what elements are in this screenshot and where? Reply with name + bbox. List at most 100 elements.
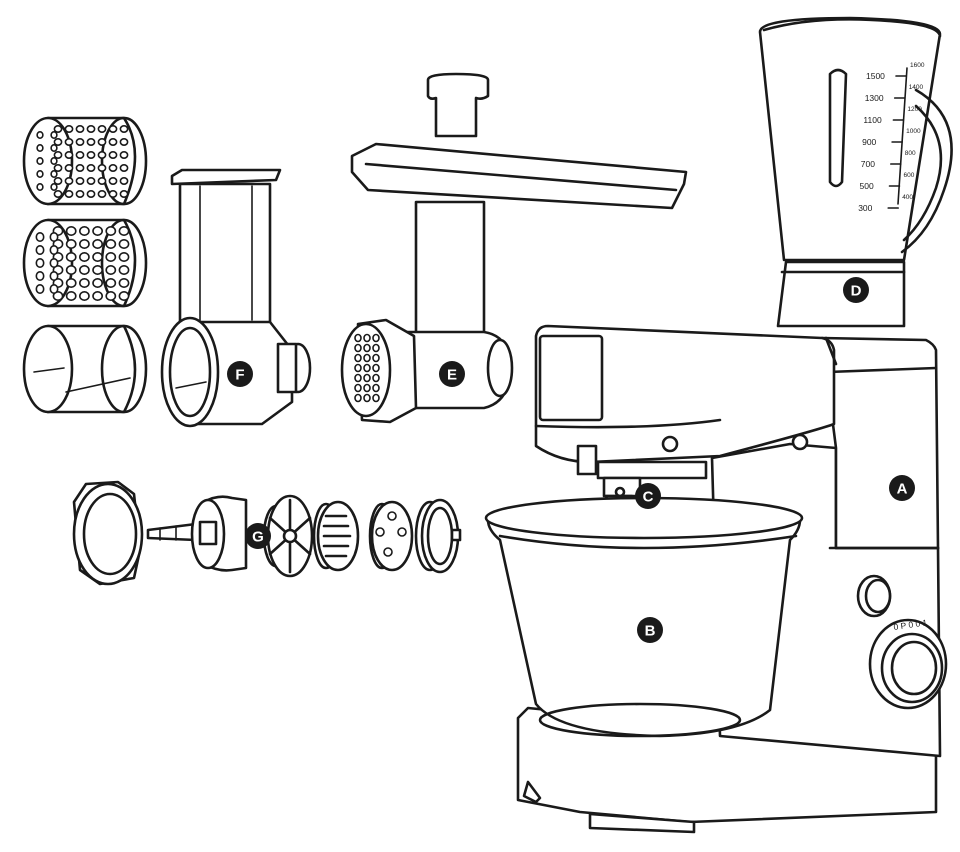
scale-label-right: 1000: [906, 128, 921, 135]
grater-hole: [97, 190, 107, 199]
grater-hole: [35, 257, 45, 268]
slicer-shredder-housing: [160, 168, 312, 428]
grater-hole: [35, 283, 45, 294]
scale-label-right: 1400: [909, 84, 924, 91]
grater-hole: [118, 290, 130, 301]
blender-jug: 1500160013001400110012009001000700800500…: [758, 16, 953, 328]
grater-hole: [75, 125, 85, 134]
mincer-plate-hole: [363, 383, 371, 393]
grater-hole: [36, 170, 44, 179]
grater-hole: [108, 138, 118, 147]
grater-hole: [86, 177, 96, 186]
grater-hole: [35, 232, 45, 243]
svg-text:E: E: [447, 367, 457, 384]
grater-hole: [92, 290, 103, 301]
grater-hole: [105, 290, 117, 301]
grater-drum-medium: [22, 218, 148, 308]
grater-hole: [75, 164, 85, 173]
mincer-plate-hole: [354, 363, 362, 373]
mixing-bowl: [484, 496, 804, 738]
mincer-plate-hole: [372, 343, 380, 353]
blender-measurement-scale: 1500160013001400110012009001000700800500…: [858, 62, 925, 213]
grater-hole: [35, 270, 45, 281]
mincer-plate-hole: [372, 373, 380, 383]
grater-hole: [108, 125, 118, 134]
scale-label-left: 1100: [863, 115, 882, 125]
grater-hole: [53, 164, 63, 173]
grater-hole: [118, 239, 130, 250]
grater-drum-coarse: [22, 116, 148, 206]
grater-hole: [119, 151, 129, 160]
grater-hole: [65, 264, 77, 275]
mincer-plate-hole: [354, 383, 362, 393]
mincer-plate-hole: [354, 393, 362, 403]
grater-hole: [118, 252, 130, 263]
mincer-plate-hole: [372, 383, 380, 393]
mincer-plate-hole: [354, 373, 362, 383]
grater-hole: [92, 264, 103, 275]
grater-hole: [79, 252, 90, 263]
grater-hole: [79, 226, 90, 237]
mincer-plate-hole: [372, 393, 380, 403]
svg-text:G: G: [252, 529, 264, 546]
grater-hole: [49, 245, 59, 256]
grater-hole: [108, 190, 118, 199]
grater-hole: [119, 190, 129, 199]
grater-hole: [118, 277, 130, 288]
grater-hole: [65, 252, 77, 263]
grater-hole: [50, 170, 58, 179]
grater-hole: [65, 290, 77, 301]
grater-hole: [49, 232, 59, 243]
grater-hole: [92, 239, 103, 250]
grater-hole: [108, 151, 118, 160]
grater-hole: [64, 151, 74, 160]
svg-text:F: F: [235, 367, 244, 384]
grater-hole: [50, 183, 58, 192]
grater-hole: [50, 144, 58, 153]
grater-hole: [49, 270, 59, 281]
grater-hole: [53, 125, 63, 134]
svg-text:A: A: [897, 481, 908, 498]
grater-hole: [118, 226, 130, 237]
mincer-plate-hole: [354, 333, 362, 343]
grater-hole: [65, 226, 77, 237]
label-badge-b: B: [637, 617, 663, 643]
grater-hole: [36, 144, 44, 153]
grater-hole: [79, 290, 90, 301]
grater-hole: [97, 125, 107, 134]
grater-hole: [92, 252, 103, 263]
svg-text:C: C: [643, 489, 654, 506]
slicer-drum: [22, 324, 148, 414]
grater-hole: [105, 252, 117, 263]
grater-hole: [97, 138, 107, 147]
svg-text:B: B: [645, 623, 656, 640]
scale-label-left: 900: [862, 137, 876, 147]
label-badge-d: D: [843, 277, 869, 303]
scale-label-right: 1600: [910, 62, 925, 69]
grater-hole: [118, 264, 130, 275]
mincer-plate-hole: [372, 333, 380, 343]
grater-hole: [64, 164, 74, 173]
grater-hole: [65, 239, 77, 250]
mincer-plate-hole: [363, 393, 371, 403]
grater-hole: [119, 138, 129, 147]
grater-hole: [35, 245, 45, 256]
grater-hole: [36, 183, 44, 192]
grater-hole: [92, 277, 103, 288]
grater-hole: [75, 177, 85, 186]
grater-hole: [53, 138, 63, 147]
grater-hole: [105, 226, 117, 237]
scale-label-left: 1300: [865, 93, 884, 103]
grater-hole: [50, 131, 58, 140]
scale-label-left: 300: [858, 203, 872, 213]
grater-hole: [108, 177, 118, 186]
scale-label-left: 700: [861, 159, 875, 169]
scale-label-right: 1200: [907, 106, 922, 113]
grater-hole: [119, 177, 129, 186]
mincer-plate-hole: [363, 373, 371, 383]
scale-label-right: 400: [902, 194, 913, 201]
grater-hole: [86, 125, 96, 134]
grater-hole: [86, 164, 96, 173]
